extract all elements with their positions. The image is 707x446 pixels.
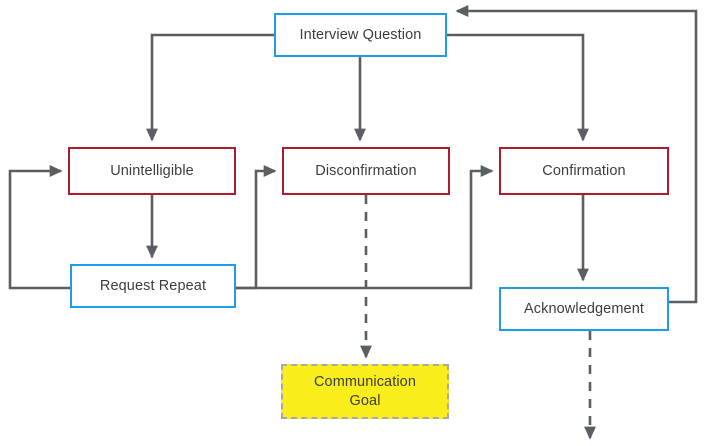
node-interview-question-label: Interview Question bbox=[299, 26, 422, 43]
node-interview-question[interactable]: Interview Question bbox=[274, 13, 447, 57]
node-acknowledgement[interactable]: Acknowledgement bbox=[499, 287, 669, 331]
node-confirmation-label: Confirmation bbox=[542, 162, 626, 179]
node-request-repeat-label: Request Repeat bbox=[99, 277, 207, 294]
node-communication-goal-label-line2: Goal bbox=[349, 392, 381, 409]
node-communication-goal-label-line1: Communication bbox=[313, 374, 417, 391]
node-communication-goal[interactable]: Communication Goal bbox=[281, 364, 449, 419]
node-confirmation[interactable]: Confirmation bbox=[499, 147, 669, 195]
node-unintelligible[interactable]: Unintelligible bbox=[68, 147, 236, 195]
edge-request-repeat-to-unintelligible bbox=[8, 165, 70, 290]
edge-iq-to-confirmation bbox=[447, 33, 589, 142]
edge-request-repeat-to-confirmation bbox=[236, 165, 494, 290]
node-disconfirmation[interactable]: Disconfirmation bbox=[282, 147, 450, 195]
edge-iq-to-unintelligible bbox=[146, 33, 274, 142]
node-request-repeat[interactable]: Request Repeat bbox=[70, 264, 236, 308]
node-unintelligible-label: Unintelligible bbox=[110, 162, 194, 179]
node-acknowledgement-label: Acknowledgement bbox=[524, 300, 644, 317]
edge-request-repeat-to-disconfirmation bbox=[236, 165, 277, 290]
node-disconfirmation-label: Disconfirmation bbox=[315, 162, 417, 179]
edge-acknowledgement-to-interview-question bbox=[455, 5, 698, 304]
